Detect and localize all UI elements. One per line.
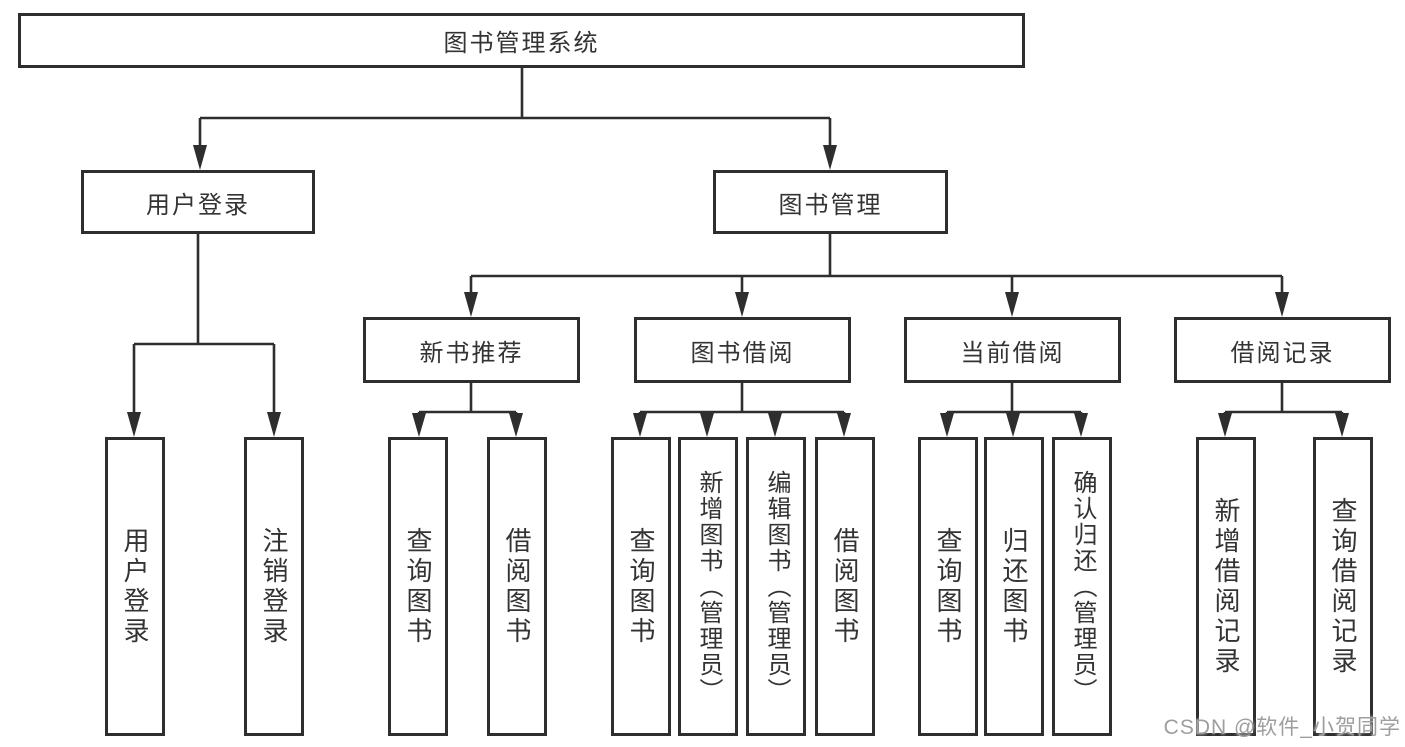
leaf-user-login: 用户登录 — [105, 437, 165, 736]
leaf-return-books: 归还图书 — [984, 437, 1044, 736]
node-book-management: 图书管理 — [713, 170, 948, 234]
leaf-borrow-books-borrowing: 借阅图书 — [815, 437, 875, 736]
leaf-query-books-current: 查询图书 — [918, 437, 978, 736]
node-borrowing-records: 借阅记录 — [1174, 317, 1391, 383]
leaf-add-books-admin: 新增图书（管理员） — [678, 437, 738, 736]
leaf-logout: 注销登录 — [244, 437, 304, 736]
leaf-edit-books-admin: 编辑图书（管理员） — [746, 437, 806, 736]
node-book-borrowing: 图书借阅 — [634, 317, 851, 383]
node-new-book-recommendation: 新书推荐 — [363, 317, 580, 383]
csdn-watermark: CSDN @软件_小贺同学 — [1163, 716, 1401, 739]
node-user-login: 用户登录 — [81, 170, 315, 234]
node-current-borrowing: 当前借阅 — [904, 317, 1121, 383]
leaf-query-borrow-record: 查询借阅记录 — [1313, 437, 1373, 736]
leaf-query-books-borrowing: 查询图书 — [611, 437, 671, 736]
leaf-confirm-return-admin: 确认归还（管理员） — [1052, 437, 1112, 736]
leaf-add-borrow-record: 新增借阅记录 — [1196, 437, 1256, 736]
leaf-query-books-recommend: 查询图书 — [388, 437, 448, 736]
node-library-management-system: 图书管理系统 — [18, 13, 1025, 68]
leaf-borrow-books-recommend: 借阅图书 — [487, 437, 547, 736]
